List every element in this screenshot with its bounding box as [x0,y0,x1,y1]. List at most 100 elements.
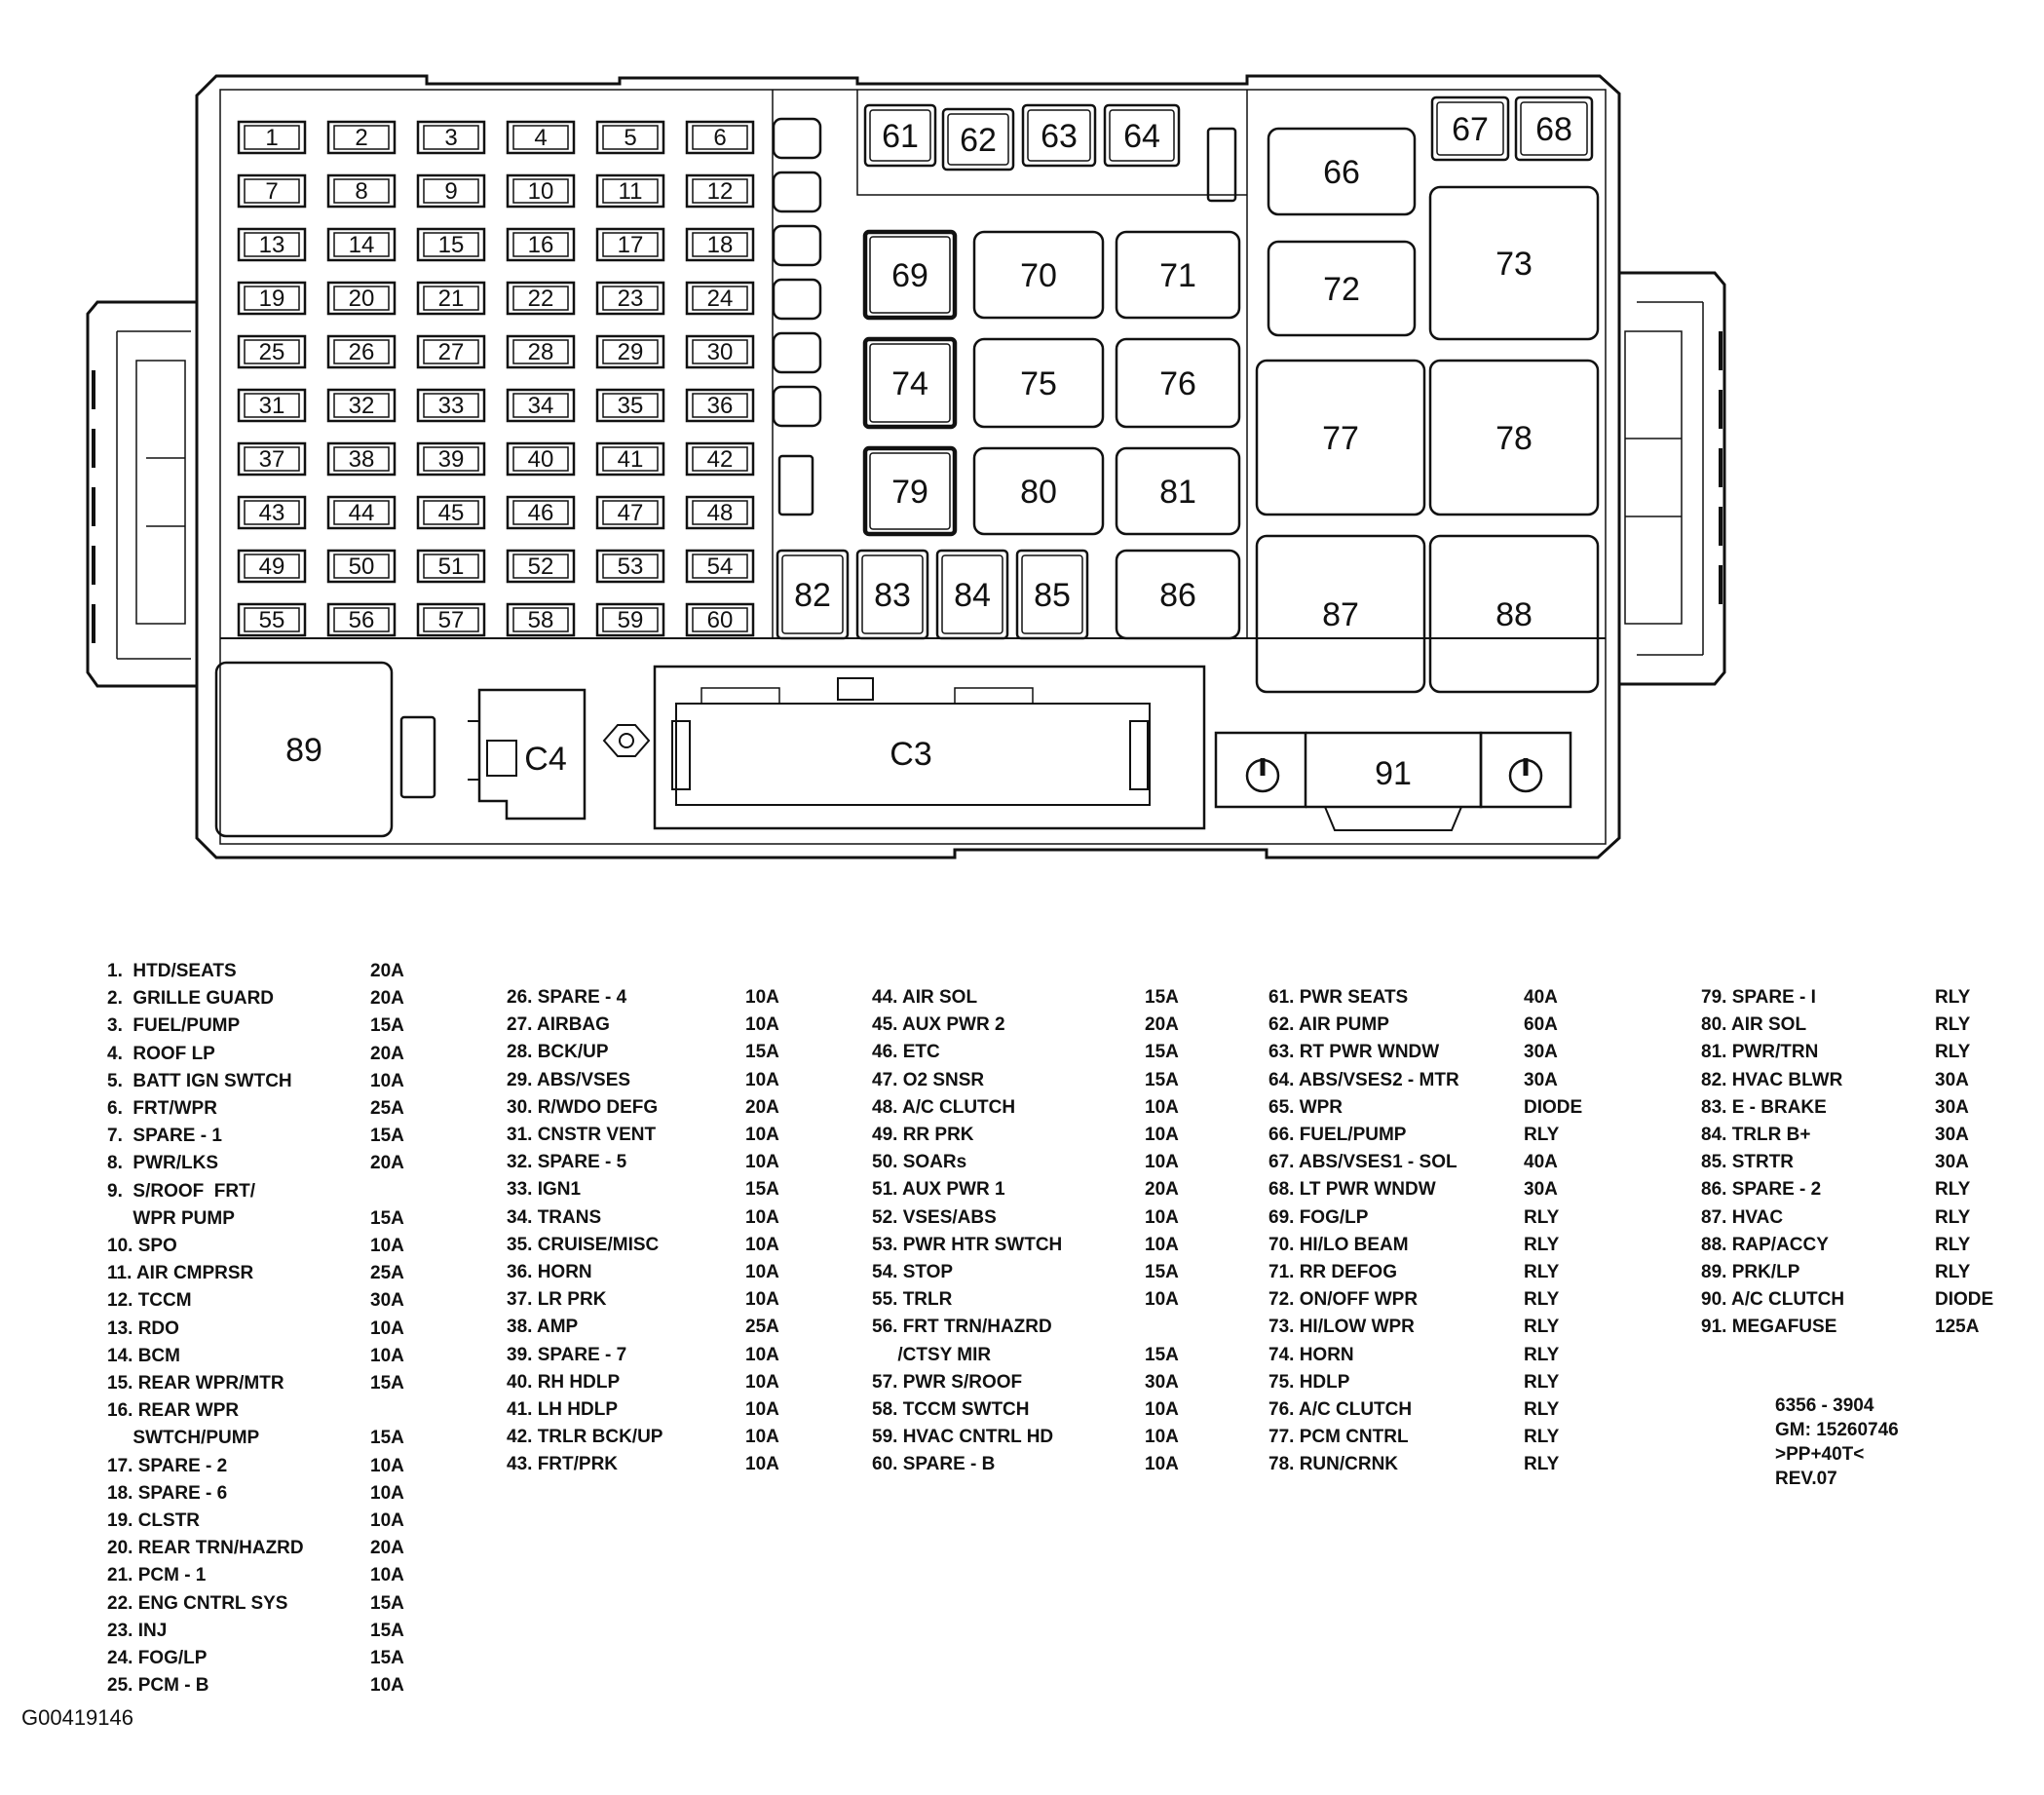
legend-rating: 15A [745,1179,779,1201]
legend-rating: RLY [1935,987,1971,1008]
fuse-number: 57 [438,607,465,633]
fuse-number: 26 [349,339,375,365]
fuse-56: 56 [326,602,397,637]
fuse-number: 38 [349,446,375,473]
fuse-puller-slot [772,331,822,374]
fuse-number: 43 [259,500,285,526]
legend-circuit: 13. RDO [107,1318,179,1339]
legend-rating: 10A [745,1289,779,1311]
fuse-number: 22 [528,286,554,312]
legend-circuit: 27. AIRBAG [507,1014,610,1036]
fuse-number: 13 [259,232,285,258]
fuse-4: 4 [506,120,576,155]
legend-circuit: 41. LH HDLP [507,1399,619,1420]
fuse-number: 15 [438,232,465,258]
legend-rating: 15A [370,1620,404,1641]
legend-circuit: 35. CRUISE/MISC [507,1234,660,1255]
legend-rating: 10A [745,1069,779,1090]
legend-circuit: 67. ABS/VSES1 - SOL [1268,1152,1457,1173]
relay-number: 83 [874,577,911,614]
relay-number: 74 [891,365,928,402]
fuse-number: 36 [707,393,734,419]
fuse-55: 55 [237,602,307,637]
fuse-50: 50 [326,549,397,584]
legend-rating: 10A [1145,1096,1179,1118]
fuse-63: 63 [1021,103,1097,168]
fuse-number: 14 [349,232,375,258]
fuse-number: 2 [355,125,367,151]
legend-row: 56. FRT TRN/HAZRD [872,1314,1223,1341]
fuse-15: 15 [416,227,486,262]
fuse-number: 59 [618,607,644,633]
fuse-number: 41 [618,446,644,473]
fuse-number: 50 [349,554,375,580]
legend-circuit: 87. HVAC [1701,1206,1784,1228]
fuse-19: 19 [237,281,307,316]
legend-circuit: 1. HTD/SEATS [107,961,237,981]
legend-rating: 10A [745,987,779,1008]
fuse-number: 48 [707,500,734,526]
legend-circuit: 76. A/C CLUTCH [1268,1399,1413,1420]
legend-circuit: 21. PCM - 1 [107,1565,207,1586]
legend-circuit: 48. A/C CLUTCH [872,1096,1016,1118]
fuse-number: 46 [528,500,554,526]
gm-number: GM: 15260746 [1775,1420,1899,1440]
fuse-number: 49 [259,554,285,580]
legend-row: 31. CNSTR VENT 10A [507,1122,823,1149]
legend-row: 29. ABS/VSES 10A [507,1067,823,1094]
legend-circuit: 55. TRLR [872,1289,953,1311]
legend-circuit: 31. CNSTR VENT [507,1125,657,1145]
fuse-number: 55 [259,607,285,633]
legend-rating: RLY [1935,1206,1971,1228]
legend-rating: 10A [370,1482,404,1504]
relay-number: 85 [1034,577,1071,614]
fuse-number: 19 [259,286,285,312]
legend-rating: 10A [745,1125,779,1145]
fuse-64: 64 [1103,103,1181,168]
fuse-puller-slot [772,171,822,213]
legend-rating: 30A [1935,1125,1969,1145]
relay-number: 72 [1323,271,1360,308]
legend-rating: 10A [1145,1152,1179,1173]
fuse-number: 5 [624,125,636,151]
legend-circuit: 9. S/ROOF FRT/ [107,1180,256,1202]
legend-rating: 20A [745,1096,779,1118]
fuse-1: 1 [237,120,307,155]
fuse-number: 3 [444,125,457,151]
relay-number: 61 [882,118,919,155]
fuse-67: 67 [1430,95,1510,162]
legend-row: 16. REAR WPR [107,1397,448,1425]
legend-circuit: 29. ABS/VSES [507,1069,631,1090]
legend-circuit: 33. IGN1 [507,1179,582,1201]
relay-73: 73 [1428,185,1600,341]
legend-circuit: 22. ENG CNTRL SYS [107,1592,288,1614]
fuse-number: 31 [259,393,285,419]
legend-circuit: 56. FRT TRN/HAZRD [872,1317,1052,1338]
legend-circuit: 11. AIR CMPRSR [107,1263,254,1284]
legend-circuit: 58. TCCM SWTCH [872,1399,1030,1420]
relay-number: 68 [1535,111,1572,148]
legend-rating: 10A [745,1206,779,1228]
fuse-number: 12 [707,178,734,205]
fuse-number: 60 [707,607,734,633]
legend-circuit: 70. HI/LO BEAM [1268,1234,1409,1255]
legend-rating: 10A [1145,1234,1179,1255]
fuse-13: 13 [237,227,307,262]
